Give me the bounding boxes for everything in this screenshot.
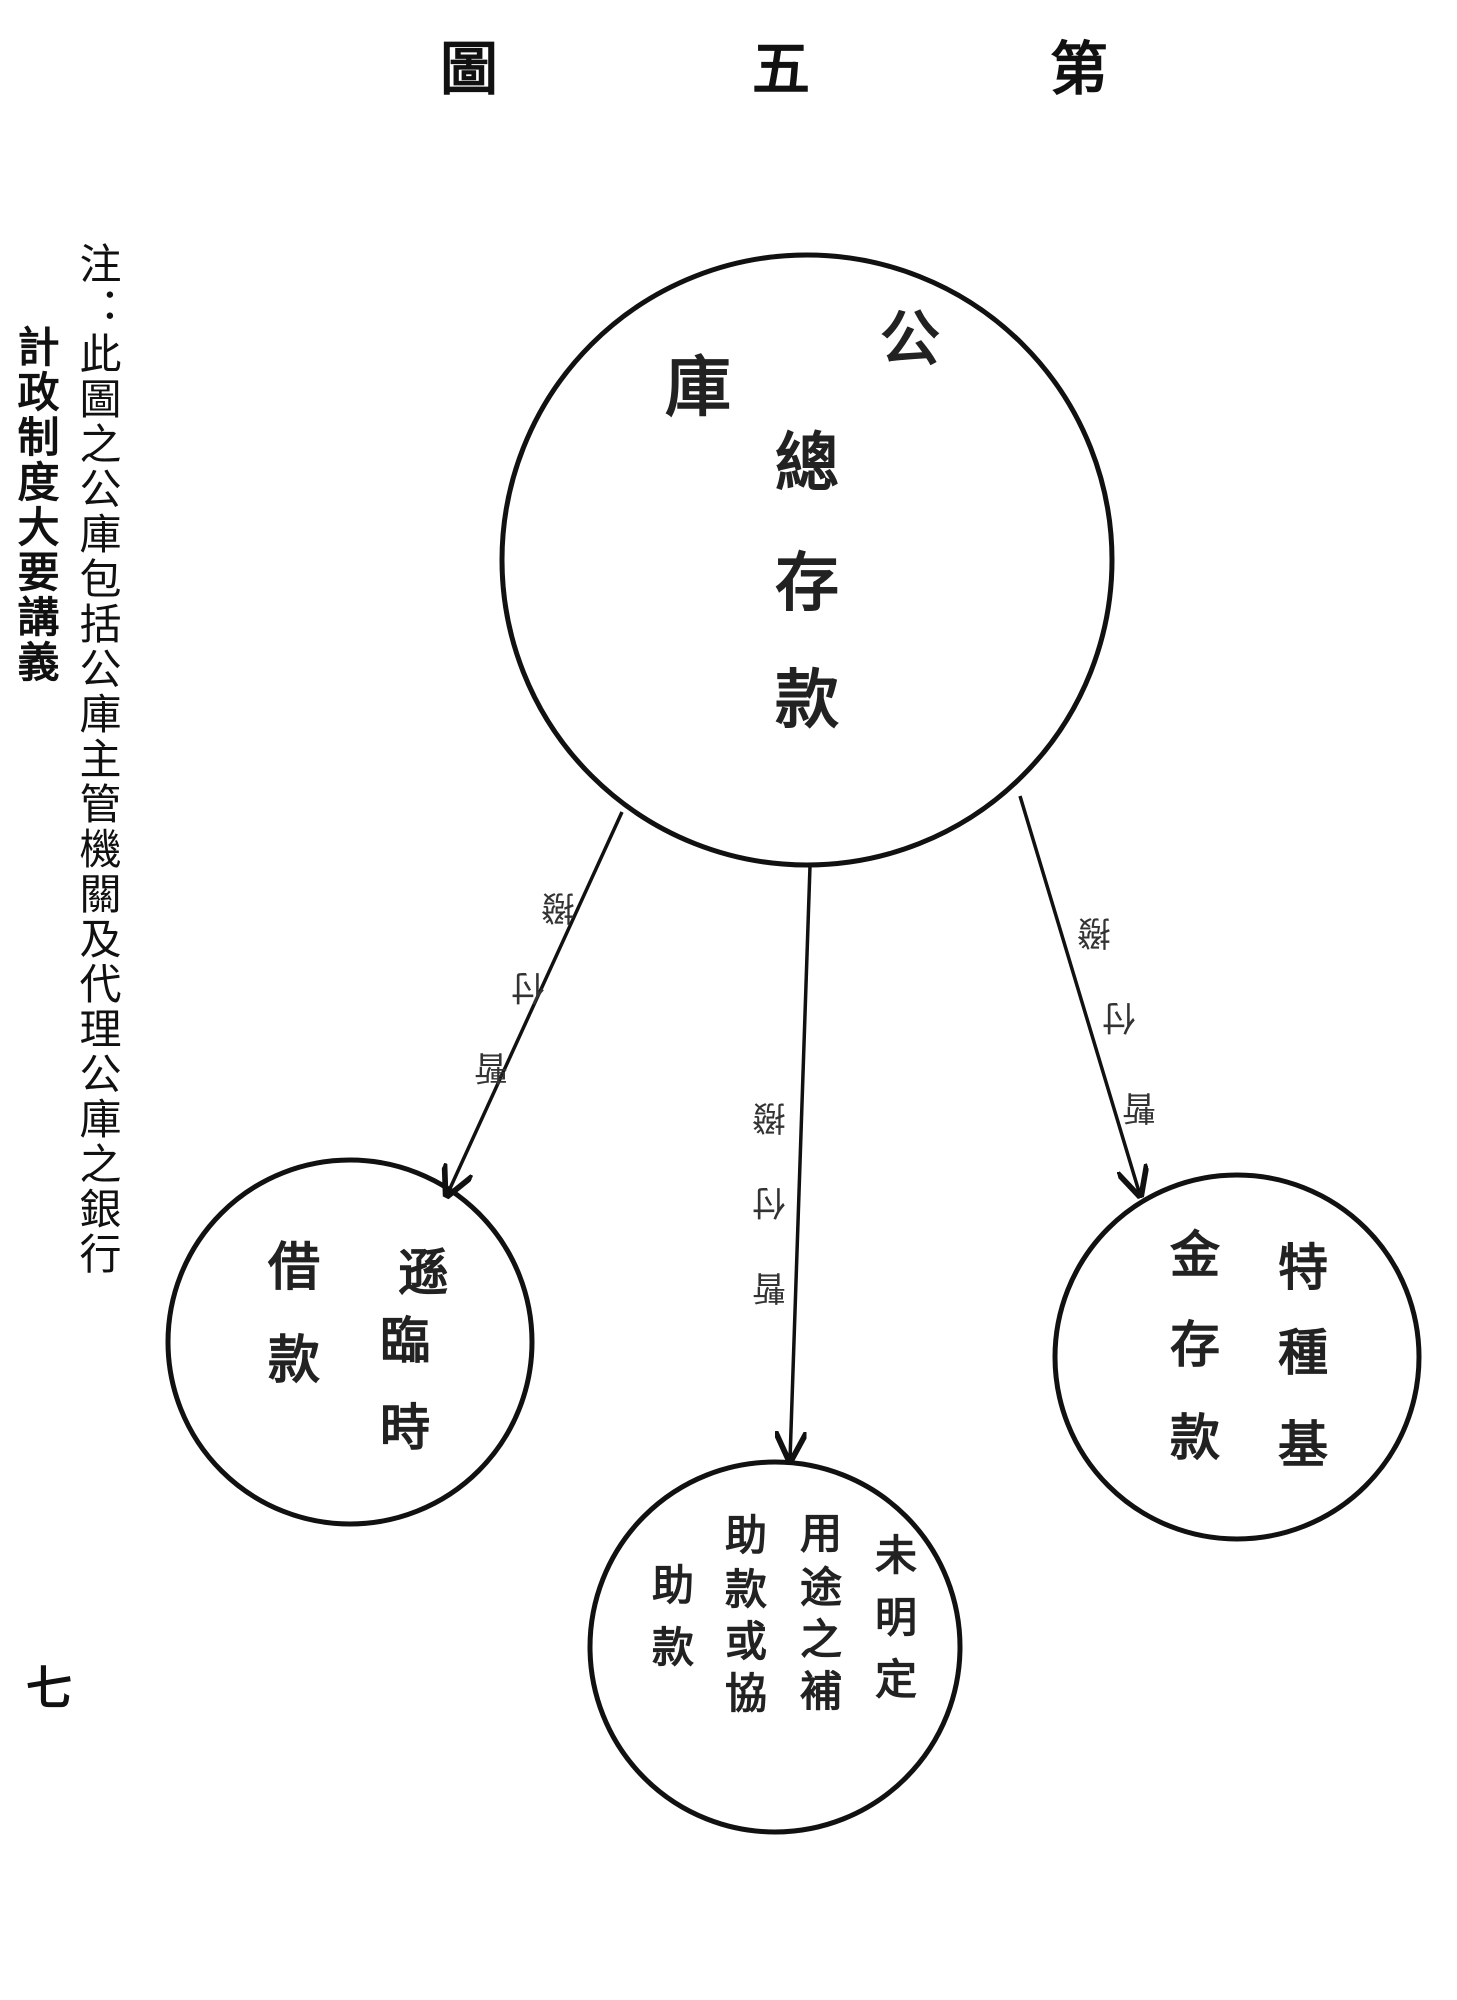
special-col-2: 金 存 款 <box>1170 1225 1221 1467</box>
svg-text:基: 基 <box>1278 1415 1328 1474</box>
title-char-2: 五 <box>752 35 811 103</box>
undetermined-col-1: 未 明 定 <box>875 1531 917 1704</box>
svg-text:助: 助 <box>652 1561 694 1610</box>
svg-text:款: 款 <box>1170 1408 1220 1467</box>
undetermined-col-2: 用 途 之 補 <box>800 1509 842 1716</box>
arrow-label-middle: 撥 付 暫 <box>752 1097 786 1307</box>
arrow-label-left: 撥 付 暫 <box>474 887 575 1087</box>
main-line-3: 款 <box>775 663 839 738</box>
page-number: 七 <box>26 1661 72 1715</box>
svg-text:撥: 撥 <box>752 1097 786 1137</box>
note-line-1: 注：此圖之公庫包括公庫主管機關及代理公庫之銀行 <box>73 242 122 1277</box>
svg-text:金: 金 <box>1170 1225 1221 1284</box>
svg-text:撥: 撥 <box>541 887 575 927</box>
svg-text:付: 付 <box>1102 997 1136 1037</box>
title-char-3: 圖 <box>440 35 499 103</box>
svg-text:協: 協 <box>725 1669 767 1718</box>
svg-text:暫: 暫 <box>474 1047 508 1087</box>
special-fund-circle <box>1052 1172 1422 1542</box>
svg-text:暫: 暫 <box>1122 1087 1156 1127</box>
svg-text:臨: 臨 <box>380 1311 430 1370</box>
svg-text:用: 用 <box>800 1509 842 1558</box>
undetermined-col-3: 助 款 或 協 <box>725 1511 767 1718</box>
svg-text:定: 定 <box>875 1655 917 1704</box>
title-char-1: 第 <box>1050 35 1109 103</box>
svg-text:存: 存 <box>1170 1315 1220 1374</box>
svg-text:或: 或 <box>725 1617 767 1666</box>
temporary-col-1: 臨 時 <box>380 1311 430 1457</box>
main-corner-char-gong: 公 <box>880 305 940 375</box>
svg-text:付: 付 <box>511 967 545 1007</box>
svg-text:款: 款 <box>268 1330 320 1391</box>
svg-text:款: 款 <box>652 1623 694 1672</box>
undetermined-subsidy-circle <box>587 1459 963 1835</box>
undetermined-col-4: 助 款 <box>652 1561 694 1672</box>
svg-text:付: 付 <box>752 1182 786 1222</box>
main-deposit-circle <box>499 252 1115 868</box>
svg-text:特: 特 <box>1278 1238 1328 1297</box>
svg-text:款: 款 <box>725 1565 767 1614</box>
link-to-undetermined <box>790 865 812 1460</box>
svg-text:種: 種 <box>1278 1323 1328 1382</box>
svg-text:明: 明 <box>875 1593 917 1642</box>
main-corner-char-ku: 庫 <box>665 348 731 426</box>
svg-text:之: 之 <box>800 1615 842 1664</box>
main-line-1: 總 <box>775 426 839 501</box>
note-line-2: 計政制度大要講義 <box>11 325 60 685</box>
temporary-loan-circle <box>165 1157 535 1527</box>
temporary-mark: 遜 <box>398 1243 448 1302</box>
svg-text:撥: 撥 <box>1077 912 1111 952</box>
svg-text:借: 借 <box>267 1237 320 1298</box>
special-col-1: 特 種 基 <box>1278 1238 1328 1474</box>
svg-text:未: 未 <box>875 1531 917 1580</box>
main-line-2: 存 <box>775 546 839 621</box>
arrow-label-right: 撥 付 暫 <box>1077 912 1156 1127</box>
svg-text:時: 時 <box>380 1398 430 1457</box>
link-to-temporary <box>447 811 624 1195</box>
svg-text:途: 途 <box>800 1563 842 1612</box>
svg-text:補: 補 <box>800 1667 842 1716</box>
svg-text:助: 助 <box>725 1511 767 1560</box>
svg-text:暫: 暫 <box>752 1267 786 1307</box>
link-to-special <box>1018 795 1140 1195</box>
temporary-col-2: 借 款 <box>267 1237 320 1391</box>
